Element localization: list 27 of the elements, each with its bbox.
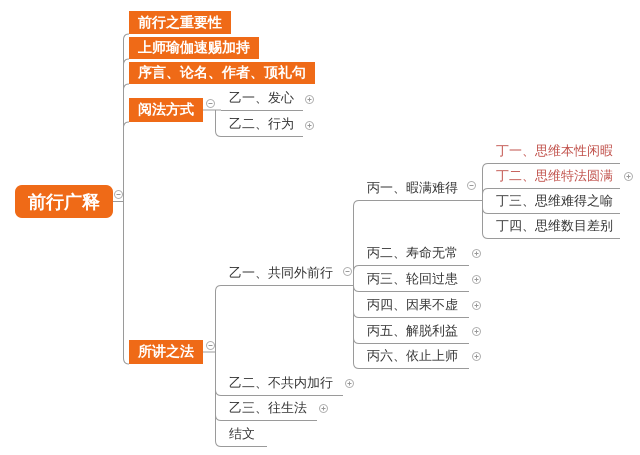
subtopic-label: 丁一、思维本性闲暇 xyxy=(488,143,620,164)
main-topic-box: 阅法方式 xyxy=(129,98,203,122)
main-topic-box: 所讲之法 xyxy=(129,340,203,364)
subtopic-label: 丙五、解脱利益 xyxy=(359,323,469,344)
subtopic-label: 乙三、往生法 xyxy=(221,400,317,421)
subtopic-label: 丙一、暇满难得 xyxy=(359,180,465,201)
subtopic-label: 丙二、寿命无常 xyxy=(359,245,469,266)
subtopic-label: 丁二、思维特法圆满 xyxy=(488,168,620,189)
connector-line xyxy=(340,285,360,369)
subtopic-label: 丙四、因果不虚 xyxy=(359,297,469,318)
main-topic-box: 前行之重要性 xyxy=(129,11,231,34)
subtopic-label: 乙二、不共内加行 xyxy=(221,375,343,396)
subtopic-label: 乙一、共同外前行 xyxy=(221,265,340,286)
connector-line xyxy=(464,200,488,239)
subtopic-label: 乙二、行为 xyxy=(221,116,303,137)
main-topic-box: 上师瑜伽速赐加持 xyxy=(129,37,259,59)
subtopic-label: 丁三、思维难得之喻 xyxy=(488,193,620,214)
subtopic-label: 结文 xyxy=(221,426,267,447)
main-topic-box: 序言、论名、作者、顶礼句 xyxy=(129,62,315,84)
connector-line xyxy=(112,201,130,364)
central-topic-box: 前行广释 xyxy=(15,185,113,218)
connector-line xyxy=(202,110,222,137)
subtopic-label: 乙一、发心 xyxy=(221,90,303,111)
subtopic-label: 丙三、轮回过患 xyxy=(359,271,469,292)
subtopic-label: 丁四、思维数目差别 xyxy=(488,218,620,239)
subtopic-label: 丙六、依止上师 xyxy=(359,348,469,369)
connector-line xyxy=(202,352,222,447)
